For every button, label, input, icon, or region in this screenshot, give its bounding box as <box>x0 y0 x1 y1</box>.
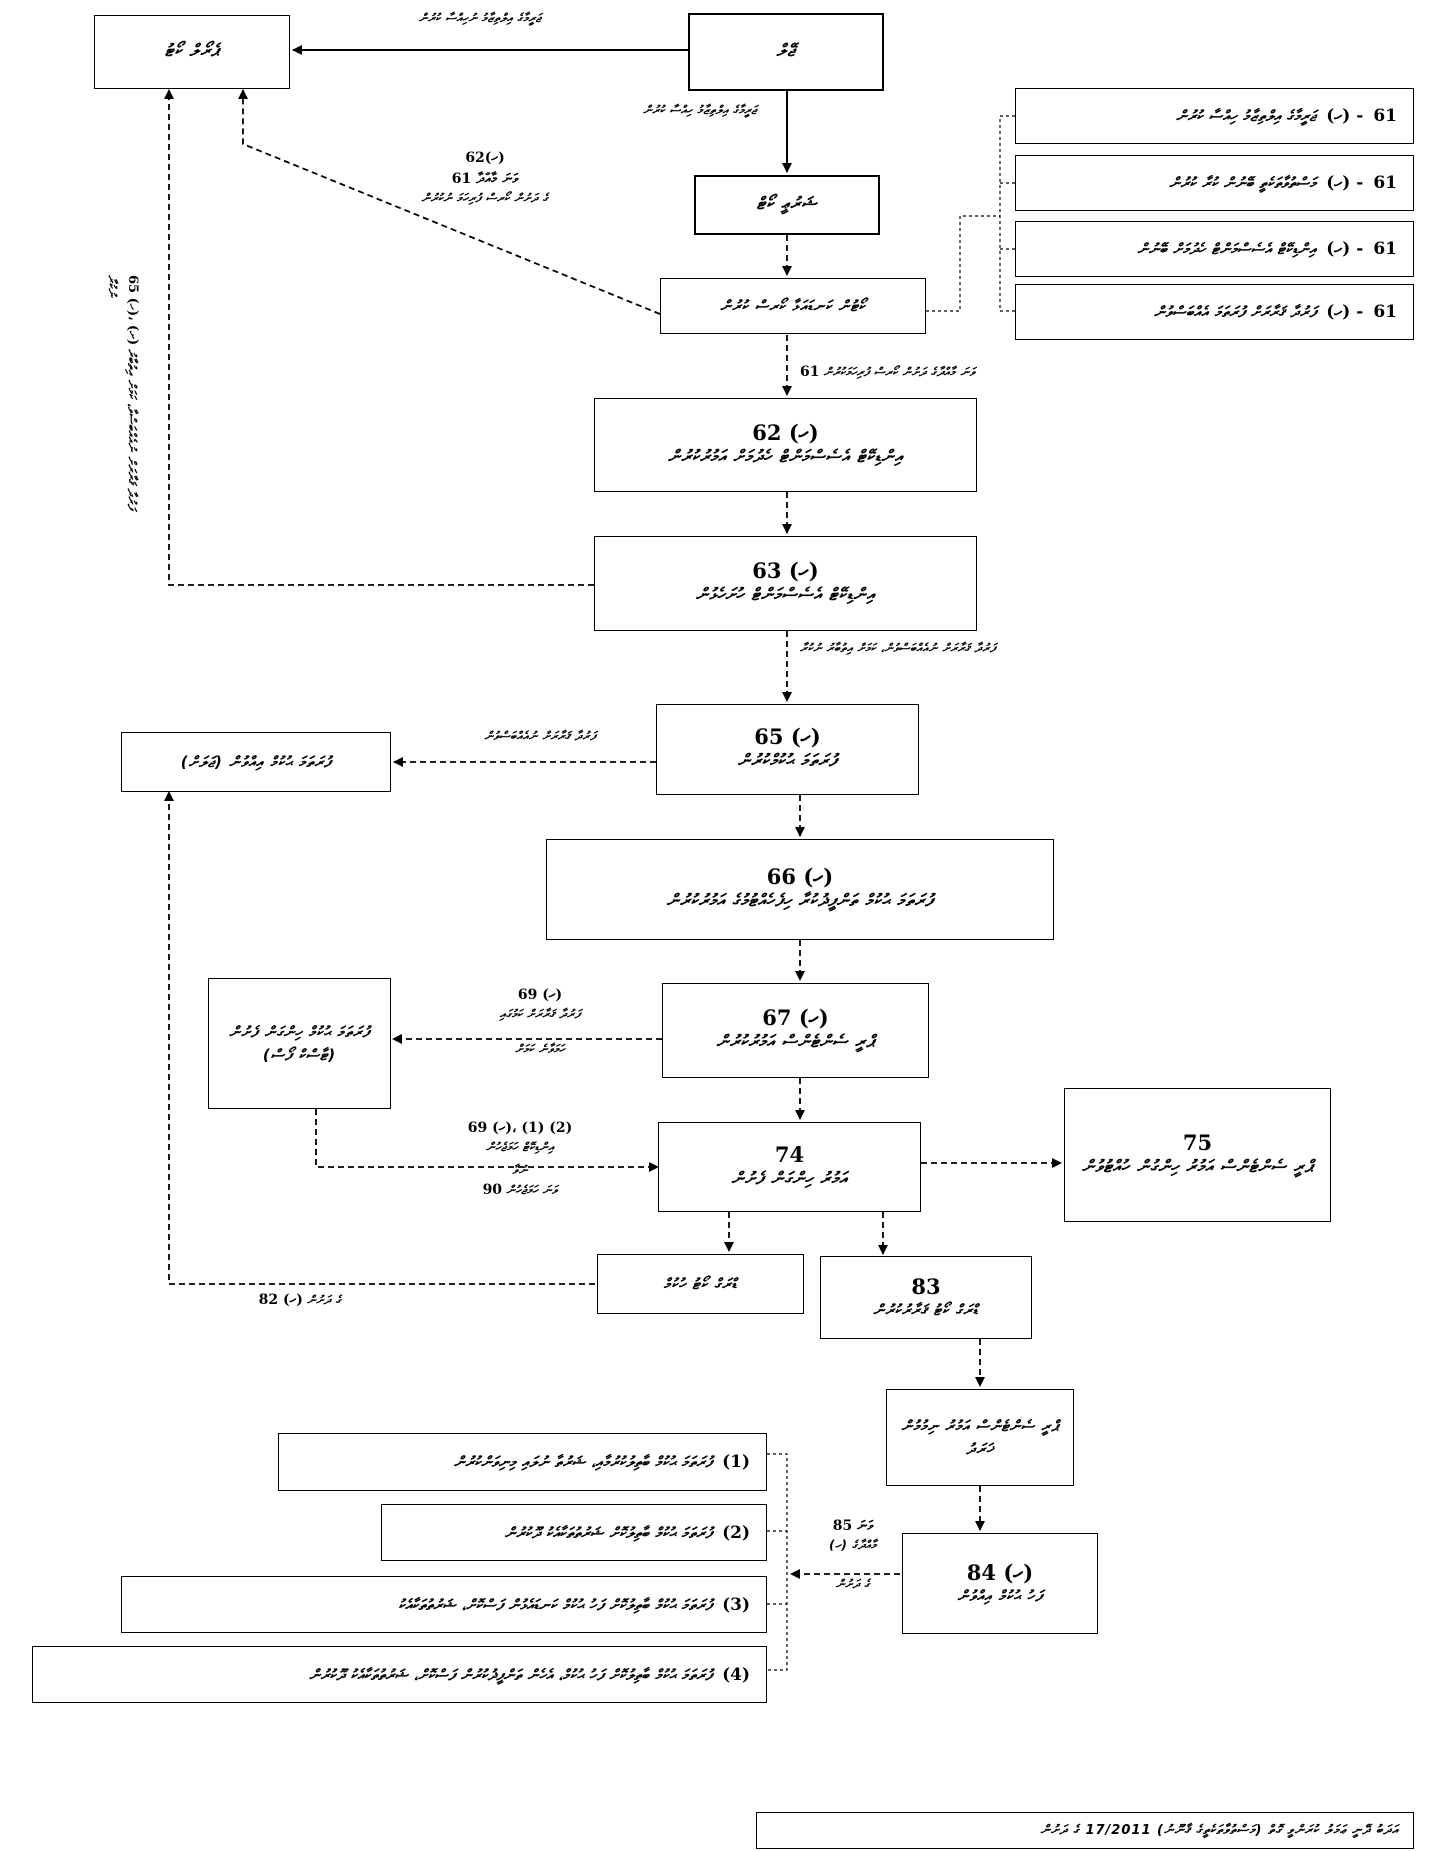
arrow-drug-outcome-to-first <box>164 791 595 1285</box>
bottom-option-text: ފުރަތަމަ ޙުކުމް ބާތިލުކުރުމާއި، ޝަރުތާ ނ… <box>454 1453 713 1471</box>
label-84-to-options: 85 ވަނަ މާއްދާގެ (ހ) ގެ ދަށުން <box>829 1518 877 1592</box>
section-62-text: އިންޑިކޭޓް އެސެސްމަންޓް ހެދުމަށް އަމުރުކ… <box>667 446 904 467</box>
section-75-box: 75 ޕްރީ ސެންޓެންސް އަމުރު ހިންގުން ހުއްޓ… <box>1064 1088 1331 1222</box>
bottom-option-num: (1) <box>722 1452 750 1472</box>
right-option-text: ފަރުދާ ޤަރާރަށް ފުރަތަމަ އެއްބަސްވުން <box>1154 303 1317 321</box>
label-judge-to-criminal: 62(ހ) 61 ވަނަ މާއްދާ ގެ ދަށުން ކޯރސް ފުރ… <box>421 150 549 205</box>
section-63-number: 63 (ހ) <box>752 558 819 584</box>
section-62-number: 62 (ހ) <box>752 419 819 445</box>
right-option-num: 61 <box>1373 302 1397 322</box>
section-74-text: އަމުރު ހިންގަން ފެށުން <box>731 1168 848 1189</box>
pre-sentence-result-box: ޕްރީ ސެންޓެންސް އަމުރު ނިމުމުން ޚަރަދު <box>886 1389 1074 1486</box>
section-63-text: އިންޑިކޭޓް އެސެސްމަންޓް ހުށަހެޅުން <box>695 585 876 606</box>
bottom-option-text: ފުރަތަމަ ޙުކުމް ބާތިލުކޮށް ޝަރުތުތަކާއެކ… <box>504 1523 713 1542</box>
right-option-3: އިންޑިކޭޓް އެސެސްމަންޓް ހެދުމަށް ބޭނުން … <box>1015 221 1414 277</box>
label-court-to-criminal: ޖަރީމާގެ އިލްތިޒާމު ނުހިއްސާ ކުރުން <box>418 11 542 25</box>
first-sentence-run-label: ފުރަތަމަ ޙުކުމް ހިންގަން ފެށުން (ޓާސްކް … <box>229 1023 370 1064</box>
drug-court-outcome-label: ޑްރަގް ކޯޓު ހުކުމް <box>663 1274 738 1293</box>
section-84-number: 84 (ހ) <box>966 1559 1034 1585</box>
right-option-mark: (ހ) - <box>1326 302 1364 322</box>
section-75-number: 75 <box>1182 1129 1213 1155</box>
court-label: ޖޭލް <box>776 41 796 62</box>
right-option-text: މަސްތުވާތަކެތީ ބޭނުން ކުރާ ކުރުން <box>1169 174 1317 192</box>
section-83-number: 83 <box>911 1273 941 1299</box>
section-67-box: 67 (ހ) ޕްރީ ސެންޓެންސް އަމުރުކުރުން <box>662 983 929 1078</box>
bottom-option-text: ފުރަތަމަ ޙުކުމް ބާތިލުކޮށް ފަހު ޙުކުމް ކ… <box>398 1595 713 1614</box>
section-65-number: 65 (ހ) <box>754 724 821 750</box>
bottom-option-num: (3) <box>722 1594 750 1615</box>
section-84-text: ފަހު ޙުކުމް އިއްވުން <box>957 1586 1043 1605</box>
bottom-option-num: (2) <box>722 1522 750 1543</box>
bottom-option-4: ފުރަތަމަ ޙުކުމް ބާތިލުކޮށް ފަހު ޙުކުމް، … <box>32 1646 767 1703</box>
right-option-num: 61 <box>1373 106 1397 126</box>
arrow-63-to-criminal <box>164 89 594 586</box>
section-66-number: 66 (ހ) <box>766 864 834 890</box>
section-74-number: 74 <box>774 1141 805 1167</box>
right-option-text: އިންޑިކޭޓް އެސެސްމަންޓް ހެދުމަށް ބޭނުން <box>1137 240 1317 258</box>
bracket-bottom-options <box>767 1453 788 1671</box>
section-63-box: 63 (ހ) އިންޑިކޭޓް އެސެސްމަންޓް ހުށަހެޅުނ… <box>594 536 977 631</box>
section-84-box: 84 (ހ) ފަހު ޙުކުމް އިއްވުން <box>902 1533 1098 1634</box>
label-67-to-first: 69 (ހ) ފަރުދާ ޤަރާރަށް ކަމުގައި ހަމަވާނެ… <box>499 987 581 1057</box>
right-option-text: ޖަރީމާގެ އިލްތިޒާމު ހިއްސާ ކުރުން <box>1176 107 1317 125</box>
right-option-mark: (ހ) - <box>1326 106 1364 126</box>
section-67-number: 67 (ހ) <box>762 1005 829 1031</box>
section-65-box: 65 (ހ) ފުރަތަމަ ޙުކުމްކުރުން <box>656 704 919 795</box>
bracket-right-options <box>999 115 1015 312</box>
section-83-box: 83 ޑްރަގް ކޯޓު ޤަރާރުކުރުން <box>820 1256 1032 1339</box>
right-option-2: މަސްތުވާތަކެތީ ބޭނުން ކުރާ ކުރުން (ހ) - … <box>1015 155 1414 211</box>
drug-court-label: ޝަރުޢީ ކޯޓް <box>756 194 818 215</box>
arrow-first-run-to-74 <box>315 1109 659 1172</box>
label-drug-to-release: 82 (ހ) ގެ ދަށުން <box>258 1292 342 1308</box>
first-sentence-release-box: ފުރަތަމަ ޙުކުމް އިއްވުން (ޖަލަށް) <box>121 732 391 792</box>
first-sentence-run-box: ފުރަތަމަ ޙުކުމް ހިންގަން ފެށުން (ޓާސްކް … <box>208 978 391 1109</box>
right-option-mark: (ހ) - <box>1326 173 1364 193</box>
drug-court-outcome-box: ޑްރަގް ކޯޓު ހުކުމް <box>597 1254 804 1314</box>
section-75-text: ޕްރީ ސެންޓެންސް އަމުރު ހިންގުން ހުއްޓުވު… <box>1081 1156 1314 1177</box>
footnote-text: އަދަބު ދޭނީ ޢަމަލު ކުރަންވީ ގޮތް (މަސްތު… <box>1040 1822 1399 1838</box>
label-63-to-65: ފަރުދާ ޤަރާރަށް ނުއެއްބަސްވުން، ކަމަށް އ… <box>800 641 996 655</box>
bottom-option-num: (4) <box>722 1664 750 1685</box>
first-sentence-release-label: ފުރަތަމަ ޙުކުމް އިއްވުން (ޖަލަށް) <box>180 752 332 771</box>
label-65-to-first: ފަރުދާ ޤަރާރަށް ނުއެއްބަސްވުން <box>484 729 596 743</box>
section-62-box: 62 (ހ) އިންޑިކޭޓް އެސެސްމަންޓް ހެދުމަށް … <box>594 398 977 492</box>
right-option-4: ފަރުދާ ޤަރާރަށް ފުރަތަމަ އެއްބަސްވުން (ހ… <box>1015 284 1414 340</box>
bottom-option-1: ފުރަތަމަ ޙުކުމް ބާތިލުކުރުމާއި، ޝަރުތާ ނ… <box>278 1433 767 1491</box>
drug-court-box: ޝަރުޢީ ކޯޓް <box>694 175 880 235</box>
right-option-1: ޖަރީމާގެ އިލްތިޒާމު ހިއްސާ ކުރުން (ހ) - … <box>1015 88 1414 144</box>
section-65-text: ފުރަތަމަ ޙުކުމްކުރުން <box>737 751 838 772</box>
judge-order-label: ކޯޓުން ކަނޑައަޅާ ކޯރސް ކުރުން <box>720 296 866 315</box>
label-court-to-drug: ޖަރީމާގެ އިލްތިޒާމު ހިއްސާ ކުރުން <box>643 103 757 117</box>
right-option-num: 61 <box>1373 173 1397 193</box>
arrow-judge-to-criminal <box>238 89 661 315</box>
pre-sentence-result-label: ޕްރީ ސެންޓެންސް އަމުރު ނިމުމުން ޚަރަދު <box>901 1417 1059 1458</box>
footnote-box: އަދަބު ދޭނީ ޢަމަލު ކުރަންވީ ގޮތް (މަސްތު… <box>756 1812 1414 1849</box>
bottom-option-text: ފުރަތަމަ ޙުކުމް ބާތިލުކޮށް ފަހު ޙުކުމް، … <box>309 1665 713 1684</box>
section-74-box: 74 އަމުރު ހިންގަން ފެށުން <box>658 1122 921 1212</box>
section-66-box: 66 (ހ) ފުރަތަމަ ޙުކުމް ތަންފީޛުކުރާ ހިފެ… <box>546 839 1054 940</box>
criminal-court-label: ޕެރޯލް ކޯޓު <box>164 41 220 62</box>
section-83-text: ޑްރަގް ކޯޓު ޤަރާރުކުރުން <box>873 1300 979 1319</box>
judge-order-box: ކޯޓުން ކަނޑައަޅާ ކޯރސް ކުރުން <box>660 278 926 334</box>
right-option-mark: (ހ) - <box>1326 239 1364 259</box>
section-67-text: ޕްރީ ސެންޓެންސް އަމުރުކުރުން <box>716 1032 875 1053</box>
label-vertical-63-to-criminal: 65 (ހ)، (ށ) ފަރުދާ ޤަރާރަށް ނުއެއްބަސްވާ… <box>105 275 140 510</box>
label-judge-to-62: 61 ވަނަ މާއްދާގެ ދަށުން ކޯރސް ފުރިހަމަކު… <box>800 364 976 380</box>
label-first-to-74: 69 (ހ)، (1) (2) އިންޑިކޭޓް ހަމަޖެހުން ނު… <box>467 1120 573 1198</box>
right-option-num: 61 <box>1373 239 1397 259</box>
criminal-court-box: ޕެރޯލް ކޯޓު <box>94 15 290 89</box>
bottom-option-2: ފުރަތަމަ ޙުކުމް ބާތިލުކޮށް ޝަރުތުތަކާއެކ… <box>381 1504 767 1561</box>
court-box: ޖޭލް <box>688 13 884 91</box>
section-66-text: ފުރަތަމަ ޙުކުމް ތަންފީޛުކުރާ ހިފެހެއްޓުމ… <box>666 891 934 912</box>
bottom-option-3: ފުރަތަމަ ޙުކުމް ބާތިލުކޮށް ފަހު ޙުކުމް ކ… <box>121 1576 767 1633</box>
